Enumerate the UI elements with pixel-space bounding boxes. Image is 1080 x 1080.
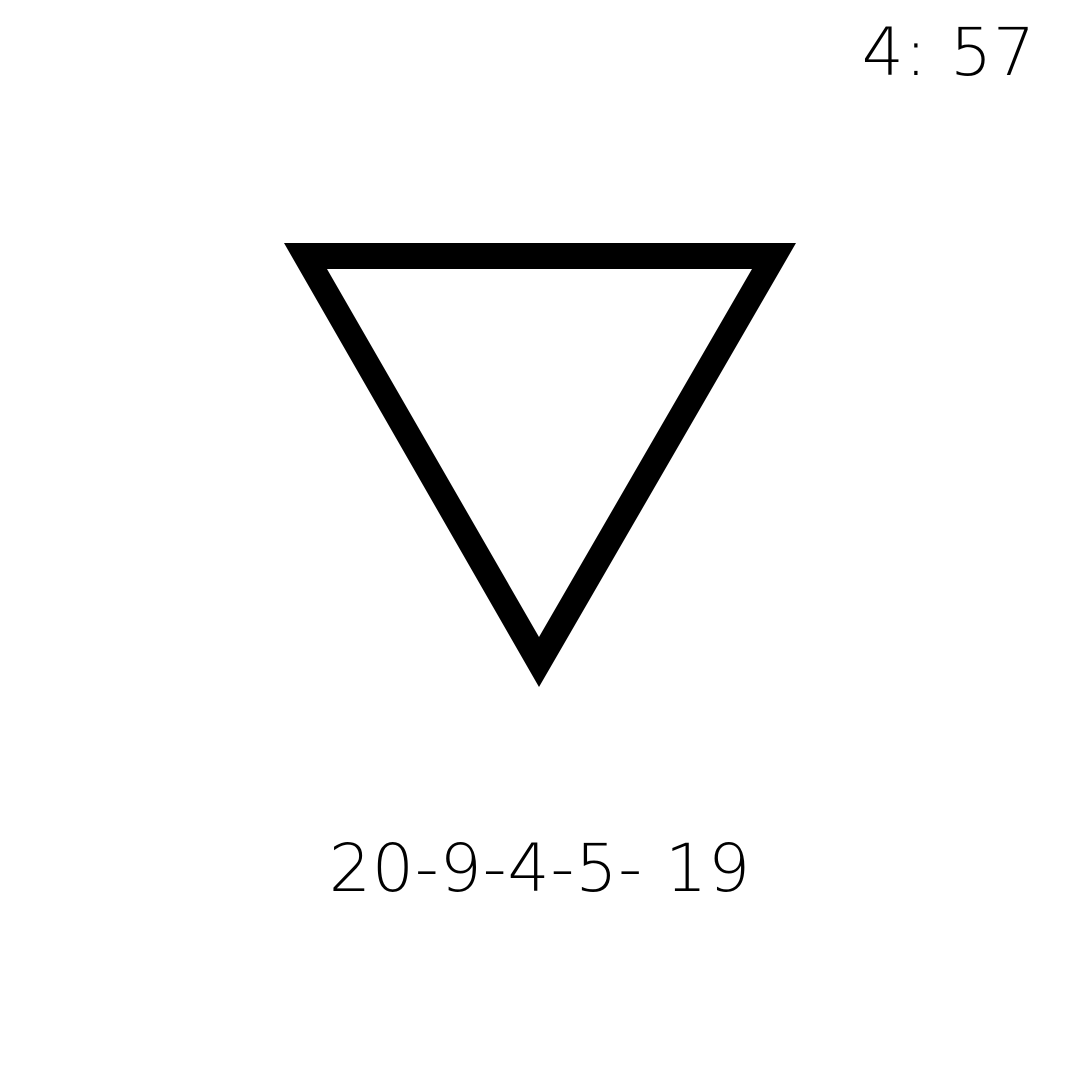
triangle-outline <box>284 243 796 687</box>
number-code: 20-9-4-5- 19 <box>328 830 752 907</box>
time-display: 4: 57 <box>861 14 1036 91</box>
